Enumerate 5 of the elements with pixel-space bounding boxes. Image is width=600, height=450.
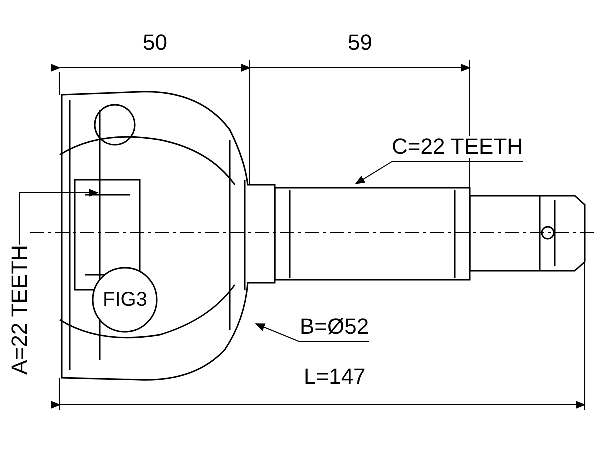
leader-line xyxy=(255,324,370,342)
leader-line xyxy=(19,189,99,246)
part-label: B=Ø52 xyxy=(300,316,370,338)
part-label: C=22 TEETH xyxy=(392,136,524,158)
leader-line xyxy=(355,162,524,185)
